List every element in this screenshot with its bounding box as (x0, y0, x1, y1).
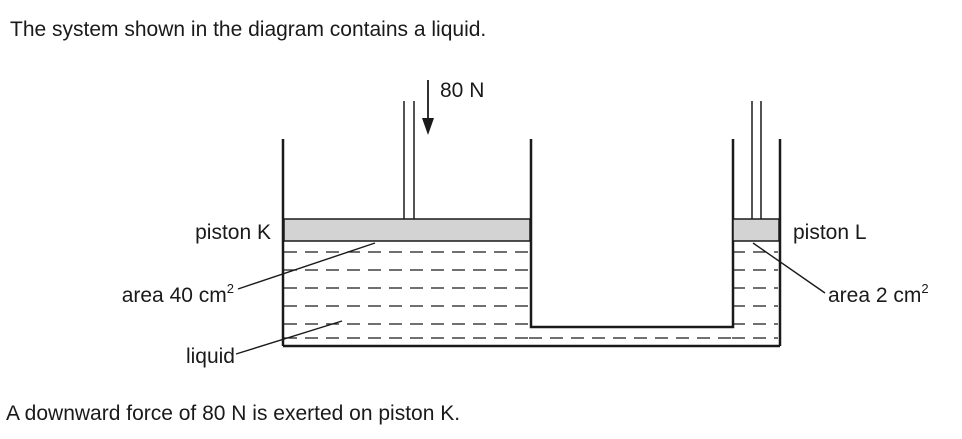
outro-text: A downward force of 80 N is exerted on p… (6, 402, 461, 425)
intro-text: The system shown in the diagram contains… (10, 18, 487, 41)
piston-l-plate (732, 218, 780, 242)
container-walls (281, 139, 782, 348)
liquid-label: liquid (186, 345, 235, 368)
piston-k-plate (283, 218, 531, 242)
inner-u-wall (529, 139, 735, 329)
area-k-leader (237, 242, 376, 290)
area-l-leader (752, 242, 826, 294)
leader-lines (235, 242, 826, 355)
piston-k (283, 101, 531, 242)
piston-l-label: piston L (793, 221, 867, 244)
force-label: 80 N (440, 79, 484, 102)
liquid-leader (235, 320, 343, 355)
force-arrow-icon (422, 80, 434, 135)
piston-k-label: piston K (195, 221, 271, 244)
piston-l (732, 101, 780, 242)
liquid-hatching (284, 251, 778, 339)
area-k-label: area 40 cm2 (122, 281, 234, 307)
area-l-label: area 2 cm2 (828, 281, 929, 307)
